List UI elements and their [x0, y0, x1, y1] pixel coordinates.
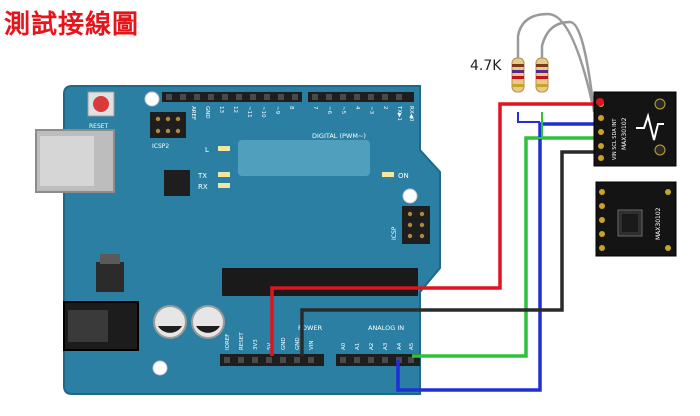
mcu-chip — [222, 268, 418, 296]
pin-label-a5: A5 — [409, 342, 415, 350]
icsp-header — [402, 206, 430, 244]
led-l — [218, 146, 230, 151]
pin-label-5v: 5V — [267, 343, 273, 350]
wire-red-5v — [270, 102, 596, 356]
module-text-line-1: MAX30102 — [621, 117, 628, 150]
usb-chip — [164, 170, 190, 196]
resistor-left — [511, 57, 525, 93]
pin-label-1: TX▶1 — [396, 105, 402, 121]
led-tx — [218, 172, 230, 177]
pin-label-6: ~6 — [326, 106, 332, 115]
digital-label: DIGITAL (PWM~) — [312, 132, 366, 140]
module-mounting-hole — [654, 144, 666, 156]
power-label: POWER — [298, 324, 323, 332]
pin-label-5: ~5 — [340, 106, 346, 115]
pin-label-vin: VIN — [309, 341, 315, 351]
pin-label-a1: A1 — [355, 343, 361, 350]
reset-label: RESET — [89, 123, 109, 130]
pin-label-ioref: IOREF — [225, 334, 231, 350]
led-l-label: L — [205, 146, 209, 154]
sensor-module-front: MAX30102 VIN SCL SDA INT — [593, 91, 677, 167]
capacitor — [191, 305, 225, 339]
blurred-logo — [238, 140, 370, 176]
led-on — [382, 172, 394, 177]
diagram-title: 測試接線圖 — [4, 10, 140, 40]
pin-label-4: 4 — [354, 106, 360, 110]
led-rx-label: RX — [198, 183, 208, 191]
reset-button-cap — [93, 96, 109, 112]
wire-black-gnd — [300, 150, 596, 356]
pin-label-9: ~9 — [274, 106, 280, 115]
pin-label-11: ~11 — [246, 106, 252, 118]
icsp-label: ICSP — [391, 226, 398, 240]
module-silkscreen: MAX30102 VIN SCL SDA INT — [612, 117, 628, 160]
heartbeat-logo — [636, 112, 664, 141]
module-text-line-2: VIN SCL SDA INT — [612, 118, 618, 160]
pin-label-reset: RESET — [239, 332, 245, 350]
resistor-lead-left — [516, 12, 594, 103]
mounting-hole — [144, 91, 160, 107]
analog-header — [336, 354, 420, 366]
pin-label-7: 7 — [312, 106, 318, 110]
pin-label-12: 12 — [232, 106, 238, 113]
pin-label-a3: A3 — [383, 342, 389, 350]
analog-label: ANALOG IN — [368, 324, 404, 332]
pin-label-8: 8 — [288, 106, 294, 110]
pin-label-3v3: 3V3 — [253, 339, 259, 350]
pin-label-a0: A0 — [341, 342, 347, 350]
wire-blue-sda — [396, 122, 596, 392]
module-back-text: MAX30102 — [655, 207, 662, 240]
led-rx — [218, 183, 230, 188]
wires — [270, 12, 596, 392]
led-tx-label: TX — [197, 172, 207, 180]
power-pin-labels: IOREF RESET 3V3 5V GND GND VIN — [225, 332, 315, 350]
usb-connector-inner — [40, 136, 94, 186]
wire-green-scl — [412, 136, 596, 358]
pin-label-3: ~3 — [368, 106, 374, 115]
mounting-hole — [402, 188, 418, 204]
voltage-regulator — [96, 262, 124, 292]
capacitor — [153, 305, 187, 339]
pin-label-aref: AREF — [190, 106, 196, 120]
pin-label-gnd: GND — [204, 106, 210, 119]
icsp2-header — [150, 112, 186, 138]
analog-pin-labels: A0 A1 A2 A3 A4 A5 — [341, 342, 415, 350]
pin-label-2: 2 — [382, 106, 388, 110]
digital-header-left — [162, 92, 302, 102]
pin-label-a4: A4 — [397, 342, 403, 350]
icsp2-label: ICSP2 — [152, 143, 169, 150]
pin-label-a2: A2 — [369, 343, 375, 350]
pullup-resistors: 4.7K — [470, 57, 549, 93]
resistor-right — [535, 57, 549, 93]
top-pin-labels: AREF GND 13 12 ~11 ~10 ~9 8 7 ~6 ~5 4 ~3… — [190, 105, 414, 122]
pin-label-13: 13 — [218, 106, 224, 113]
pin-label-10: ~10 — [260, 106, 266, 118]
voltage-regulator-tab — [100, 254, 120, 264]
sensor-module-back: MAX30102 — [595, 181, 677, 257]
digital-header-right — [308, 92, 414, 102]
arduino-uno-board: RESET ICSP2 AREF GND 13 12 ~11 ~10 ~9 — [35, 85, 441, 395]
sensor-window — [622, 214, 638, 232]
led-on-label: ON — [398, 172, 409, 180]
module-mounting-hole — [654, 98, 666, 110]
pin-label-0: RX◀0 — [408, 106, 414, 122]
resistor-lead-right — [540, 20, 596, 113]
pin-label-gnd2: GND — [295, 337, 301, 350]
resistor-value-label: 4.7K — [470, 58, 502, 74]
mounting-hole — [152, 360, 168, 376]
pin-label-gnd1: GND — [281, 337, 287, 350]
power-jack-inner — [68, 310, 108, 342]
